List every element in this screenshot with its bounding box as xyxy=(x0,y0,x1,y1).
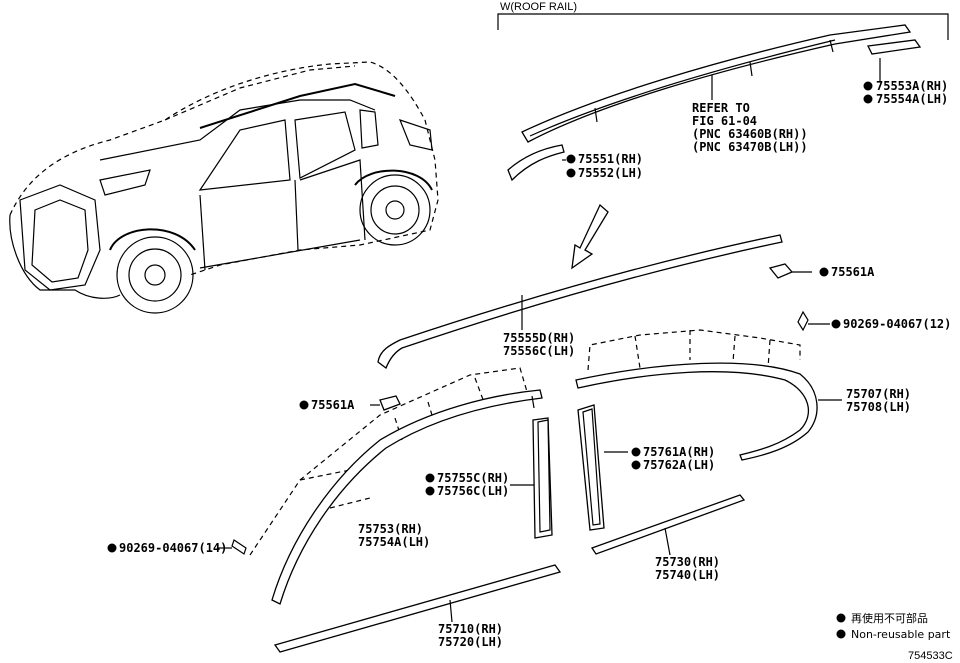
part-75730-illustration xyxy=(590,494,746,556)
part-number-90269-top: 90269-04067(12) xyxy=(843,317,951,331)
part-number-75555d-rh: 75555D(RH) xyxy=(503,331,575,345)
callout-90269-top: 90269-04067(12) xyxy=(831,317,951,331)
nonreusable-dot-icon xyxy=(631,447,641,457)
figure-id: 754533C xyxy=(908,650,953,662)
callout-75707: 75707(RH) 75708(LH) xyxy=(818,387,911,414)
part-75707-illustration xyxy=(575,329,818,461)
callout-75555: 75555D(RH) 75556C(LH) xyxy=(503,331,575,358)
roof-rail-part xyxy=(521,24,912,143)
roof-rail-group-bracket: W(ROOF RAIL) xyxy=(497,1,949,40)
legend-japanese: 再使用不可部品 xyxy=(851,611,928,625)
refer-note: REFER TO FIG 61-04 (PNC 63460B(RH)) (PNC… xyxy=(692,75,808,154)
nonreusable-dot-icon xyxy=(107,543,117,553)
part-number-75561a-top: 75561A xyxy=(831,265,875,279)
part-number-75753-rh: 75753(RH) xyxy=(358,522,423,536)
part-number-75756c-lh: 75756C(LH) xyxy=(437,484,509,498)
part-number-75762a-lh: 75762A(LH) xyxy=(643,458,715,472)
refer-note-line1: REFER TO xyxy=(692,101,750,115)
part-75551-illustration xyxy=(507,144,565,182)
part-number-75551-rh: 75551(RH) xyxy=(578,152,643,166)
part-number-75730-rh: 75730(RH) xyxy=(655,555,720,569)
part-number-75556c-lh: 75556C(LH) xyxy=(503,344,575,358)
nonreusable-dot-icon xyxy=(863,94,873,104)
nonreusable-dot-icon xyxy=(863,81,873,91)
roof-rail-group-label: W(ROOF RAIL) xyxy=(500,1,577,13)
part-75555-illustration xyxy=(377,234,783,370)
part-number-75553a-rh: 75553A(RH) xyxy=(876,79,948,93)
nonreusable-dot-icon xyxy=(836,613,846,623)
part-75753-illustration xyxy=(249,367,543,605)
callout-75730: 75730(RH) 75740(LH) xyxy=(655,555,720,582)
callout-75761: 75761A(RH) 75762A(LH) xyxy=(604,445,715,472)
part-number-75761a-rh: 75761A(RH) xyxy=(643,445,715,459)
callout-75753: 75753(RH) 75754A(LH) xyxy=(358,522,430,549)
nonreusable-dot-icon xyxy=(836,629,846,639)
part-75761-illustration xyxy=(577,404,605,531)
nonreusable-dot-icon xyxy=(299,400,309,410)
nonreusable-dot-icon xyxy=(819,267,829,277)
part-90269-left-screw xyxy=(218,539,247,555)
nonreusable-dot-icon xyxy=(425,473,435,483)
part-number-75554a-lh: 75554A(LH) xyxy=(876,92,948,106)
legend-english: Non-reusable part xyxy=(851,628,951,641)
part-75553-illustration xyxy=(867,39,922,82)
callout-75710: 75710(RH) 75720(LH) xyxy=(438,622,503,649)
part-number-75754a-lh: 75754A(LH) xyxy=(358,535,430,549)
part-75710-illustration xyxy=(273,564,562,653)
callout-90269-left: 90269-04067(14) xyxy=(107,541,227,555)
part-75561a-top-clip xyxy=(768,263,812,279)
nonreusable-dot-icon xyxy=(831,319,841,329)
legend: 再使用不可部品 Non-reusable part xyxy=(836,611,951,641)
vehicle-illustration xyxy=(9,61,439,314)
callout-75755: 75755C(RH) 75756C(LH) xyxy=(425,471,534,498)
refer-note-line4: (PNC 63470B(LH)) xyxy=(692,140,808,154)
part-number-75707-rh: 75707(RH) xyxy=(846,387,911,401)
refer-note-line2: FIG 61-04 xyxy=(692,114,757,128)
part-number-75710-rh: 75710(RH) xyxy=(438,622,503,636)
part-75755-illustration xyxy=(532,417,553,539)
part-75561a-left-clip xyxy=(370,395,401,411)
part-number-75720-lh: 75720(LH) xyxy=(438,635,503,649)
nonreusable-dot-icon xyxy=(425,486,435,496)
part-number-75552-lh: 75552(LH) xyxy=(578,166,643,180)
callout-75553: 75553A(RH) 75554A(LH) xyxy=(863,79,948,106)
direction-arrow-icon xyxy=(571,203,609,270)
refer-note-line3: (PNC 63460B(RH)) xyxy=(692,127,808,141)
part-number-75561a-left: 75561A xyxy=(311,398,355,412)
callout-75561a-left: 75561A xyxy=(299,398,355,412)
part-number-75708-lh: 75708(LH) xyxy=(846,400,911,414)
part-number-75755c-rh: 75755C(RH) xyxy=(437,471,509,485)
part-90269-top-screw xyxy=(797,310,830,332)
nonreusable-dot-icon xyxy=(566,154,576,164)
part-number-90269-left: 90269-04067(14) xyxy=(119,541,227,555)
callout-75551: 75551(RH) 75552(LH) xyxy=(562,152,643,180)
part-number-75740-lh: 75740(LH) xyxy=(655,568,720,582)
nonreusable-dot-icon xyxy=(566,168,576,178)
callout-75561a-top: 75561A xyxy=(819,265,875,279)
nonreusable-dot-icon xyxy=(631,460,641,470)
